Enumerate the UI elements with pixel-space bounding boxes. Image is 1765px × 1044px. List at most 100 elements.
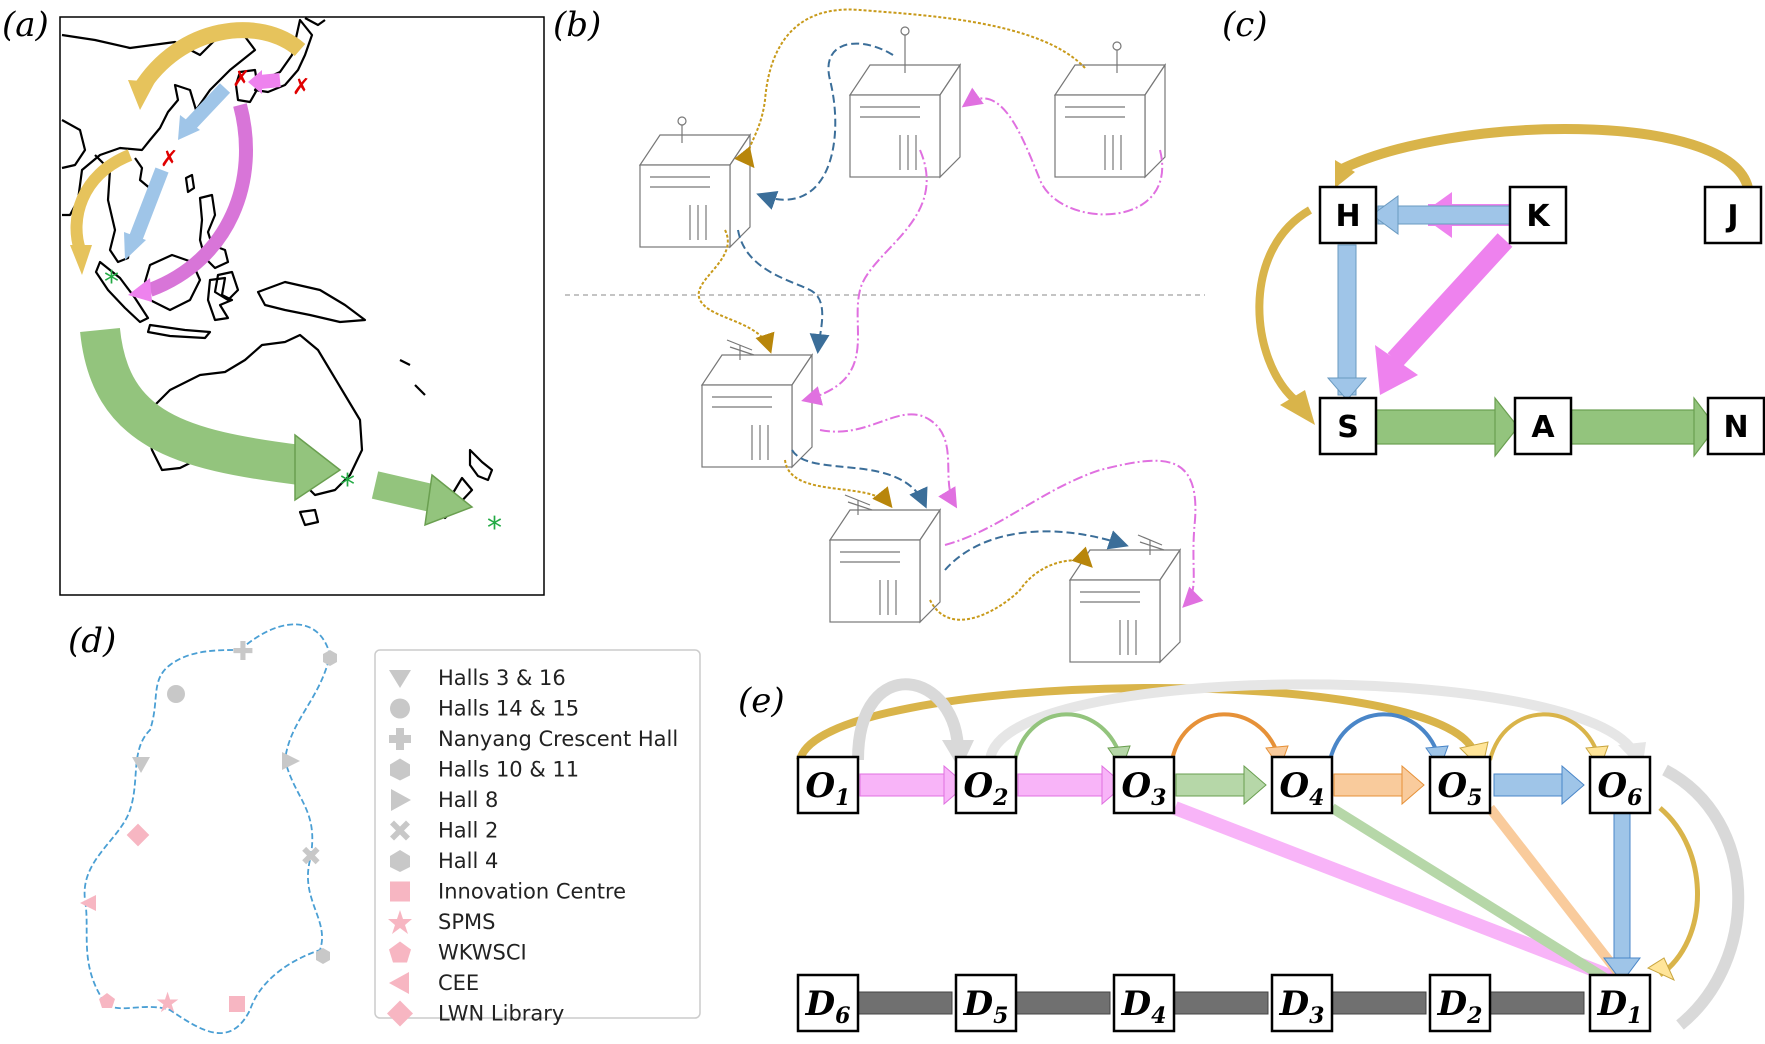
legend-item: SPMS bbox=[388, 910, 495, 934]
legend-label: LWN Library bbox=[438, 1002, 564, 1026]
node-label: A bbox=[1531, 410, 1555, 445]
blue-route bbox=[737, 42, 1129, 571]
edge-O6-D1 bbox=[1613, 811, 1631, 963]
map-markers: ✗ ✗ ✗ * * * bbox=[104, 67, 502, 546]
pink-flow-arrowhead-2 bbox=[128, 278, 152, 302]
legend-item: Halls 14 & 15 bbox=[390, 697, 579, 721]
map-flow-arrows bbox=[70, 22, 474, 527]
edge-O2-O3-straight bbox=[1017, 773, 1105, 797]
pink-flow-arrow-1 bbox=[259, 73, 281, 89]
gold-flow-arrowhead bbox=[128, 80, 155, 110]
legend-item: Hall 4 bbox=[390, 849, 498, 873]
destination-node: D2 bbox=[1428, 973, 1492, 1033]
node-label: N bbox=[1723, 410, 1748, 445]
legend-label: WKWSCI bbox=[438, 941, 527, 965]
server bbox=[828, 494, 942, 624]
node-label: O4 bbox=[1280, 766, 1325, 811]
square-marker bbox=[229, 996, 245, 1012]
panel-c-label: (c) bbox=[1222, 5, 1268, 45]
node-label: D3 bbox=[1279, 984, 1325, 1029]
plus-marker: ✚ bbox=[232, 637, 254, 667]
edge-grey-D1 bbox=[1662, 764, 1745, 1030]
edge-K-S bbox=[1387, 233, 1513, 367]
server bbox=[1068, 534, 1182, 664]
gold-route bbox=[697, 8, 1093, 621]
blue-flow-arrow-2 bbox=[128, 167, 169, 243]
origin-node: O6 bbox=[1588, 755, 1652, 815]
node-S: S bbox=[1318, 396, 1378, 456]
graph-c-edges bbox=[1255, 124, 1753, 458]
legend-label: Nanyang Crescent Hall bbox=[438, 727, 678, 751]
star-marker bbox=[388, 910, 412, 934]
server bbox=[848, 26, 962, 179]
x-marker: ✖ bbox=[300, 842, 322, 872]
node-label: D4 bbox=[1121, 984, 1167, 1029]
edge-O5-O6-straight bbox=[1493, 773, 1565, 797]
graph-c-nodes: H K J S A N bbox=[1318, 185, 1765, 456]
edge-O4-O5-straight bbox=[1333, 773, 1405, 797]
panel-a-label: (a) bbox=[2, 5, 49, 45]
square-marker bbox=[390, 881, 410, 902]
legend-item: WKWSCI bbox=[389, 941, 527, 965]
edge-O1-O2 bbox=[852, 678, 965, 761]
edge-H-S-head bbox=[1326, 377, 1368, 401]
pink-route bbox=[801, 87, 1204, 608]
blue-flow-arrowhead-1 bbox=[178, 115, 200, 140]
node-label: D5 bbox=[963, 984, 1009, 1029]
edge-O4-D1 bbox=[1329, 803, 1608, 983]
server bbox=[700, 339, 814, 469]
node-label: D2 bbox=[1437, 984, 1483, 1029]
x-marker bbox=[390, 820, 410, 841]
origin-node: O1 bbox=[796, 755, 860, 815]
green-flow-arrowhead-2 bbox=[424, 473, 474, 527]
edge-O1-O5 bbox=[796, 684, 1479, 762]
legend-label: CEE bbox=[438, 971, 479, 995]
triangle-down-marker bbox=[132, 757, 150, 773]
edge-K-H-head bbox=[1371, 195, 1399, 235]
legend-label: Hall 4 bbox=[438, 849, 498, 873]
legend-box bbox=[374, 649, 701, 1019]
destination-node: D6 bbox=[796, 973, 860, 1033]
server bbox=[1053, 41, 1167, 179]
edge-O6-D1-curved bbox=[1658, 806, 1700, 978]
panel-b-label: (b) bbox=[553, 5, 601, 45]
legend-item: CEE bbox=[389, 971, 479, 995]
edge-O2-O3 bbox=[1013, 712, 1122, 761]
legend-label: SPMS bbox=[438, 910, 495, 934]
pentagon-marker bbox=[389, 941, 411, 963]
hexagon-marker bbox=[323, 650, 337, 666]
edge-O3-D1 bbox=[1172, 801, 1623, 987]
legend-item: Hall 2 bbox=[390, 819, 498, 843]
diamond-marker bbox=[387, 1000, 413, 1027]
pink-flow-arrow-2 bbox=[147, 103, 253, 297]
edge-O2-D1-arc bbox=[985, 679, 1640, 762]
destination-nodes: D6 D5 D4 D3 D2 D1 bbox=[796, 973, 1652, 1033]
node-label: D1 bbox=[1597, 984, 1643, 1029]
star-marker: * bbox=[104, 265, 119, 300]
edge-J-H bbox=[1337, 124, 1753, 190]
legend-label: Hall 2 bbox=[438, 819, 498, 843]
star-marker: ★ bbox=[155, 986, 180, 1019]
legend-item: Halls 10 & 11 bbox=[390, 758, 579, 782]
cross-marker: ✗ bbox=[292, 75, 310, 100]
origin-node: O4 bbox=[1270, 755, 1334, 815]
node-label: O6 bbox=[1598, 766, 1643, 811]
circle-marker bbox=[167, 685, 185, 703]
origin-node: O5 bbox=[1428, 755, 1492, 815]
node-H: H bbox=[1318, 185, 1378, 245]
edge-S-A-head bbox=[1494, 396, 1519, 458]
legend-item: Nanyang Crescent Hall bbox=[389, 727, 678, 751]
panel-c: (c) H K J S A N bbox=[1222, 5, 1765, 458]
hexagon-marker bbox=[390, 850, 410, 872]
origin-node: O3 bbox=[1112, 755, 1176, 815]
destination-node: D4 bbox=[1112, 973, 1176, 1033]
green-flow-arrowhead-1 bbox=[294, 433, 342, 502]
node-A: A bbox=[1513, 396, 1573, 456]
panel-b: (b) bbox=[553, 5, 1205, 664]
node-label: O3 bbox=[1122, 766, 1167, 811]
edge-O5-O6 bbox=[1488, 712, 1600, 761]
legend-label: Halls 3 & 16 bbox=[438, 666, 566, 690]
server bbox=[638, 116, 752, 249]
